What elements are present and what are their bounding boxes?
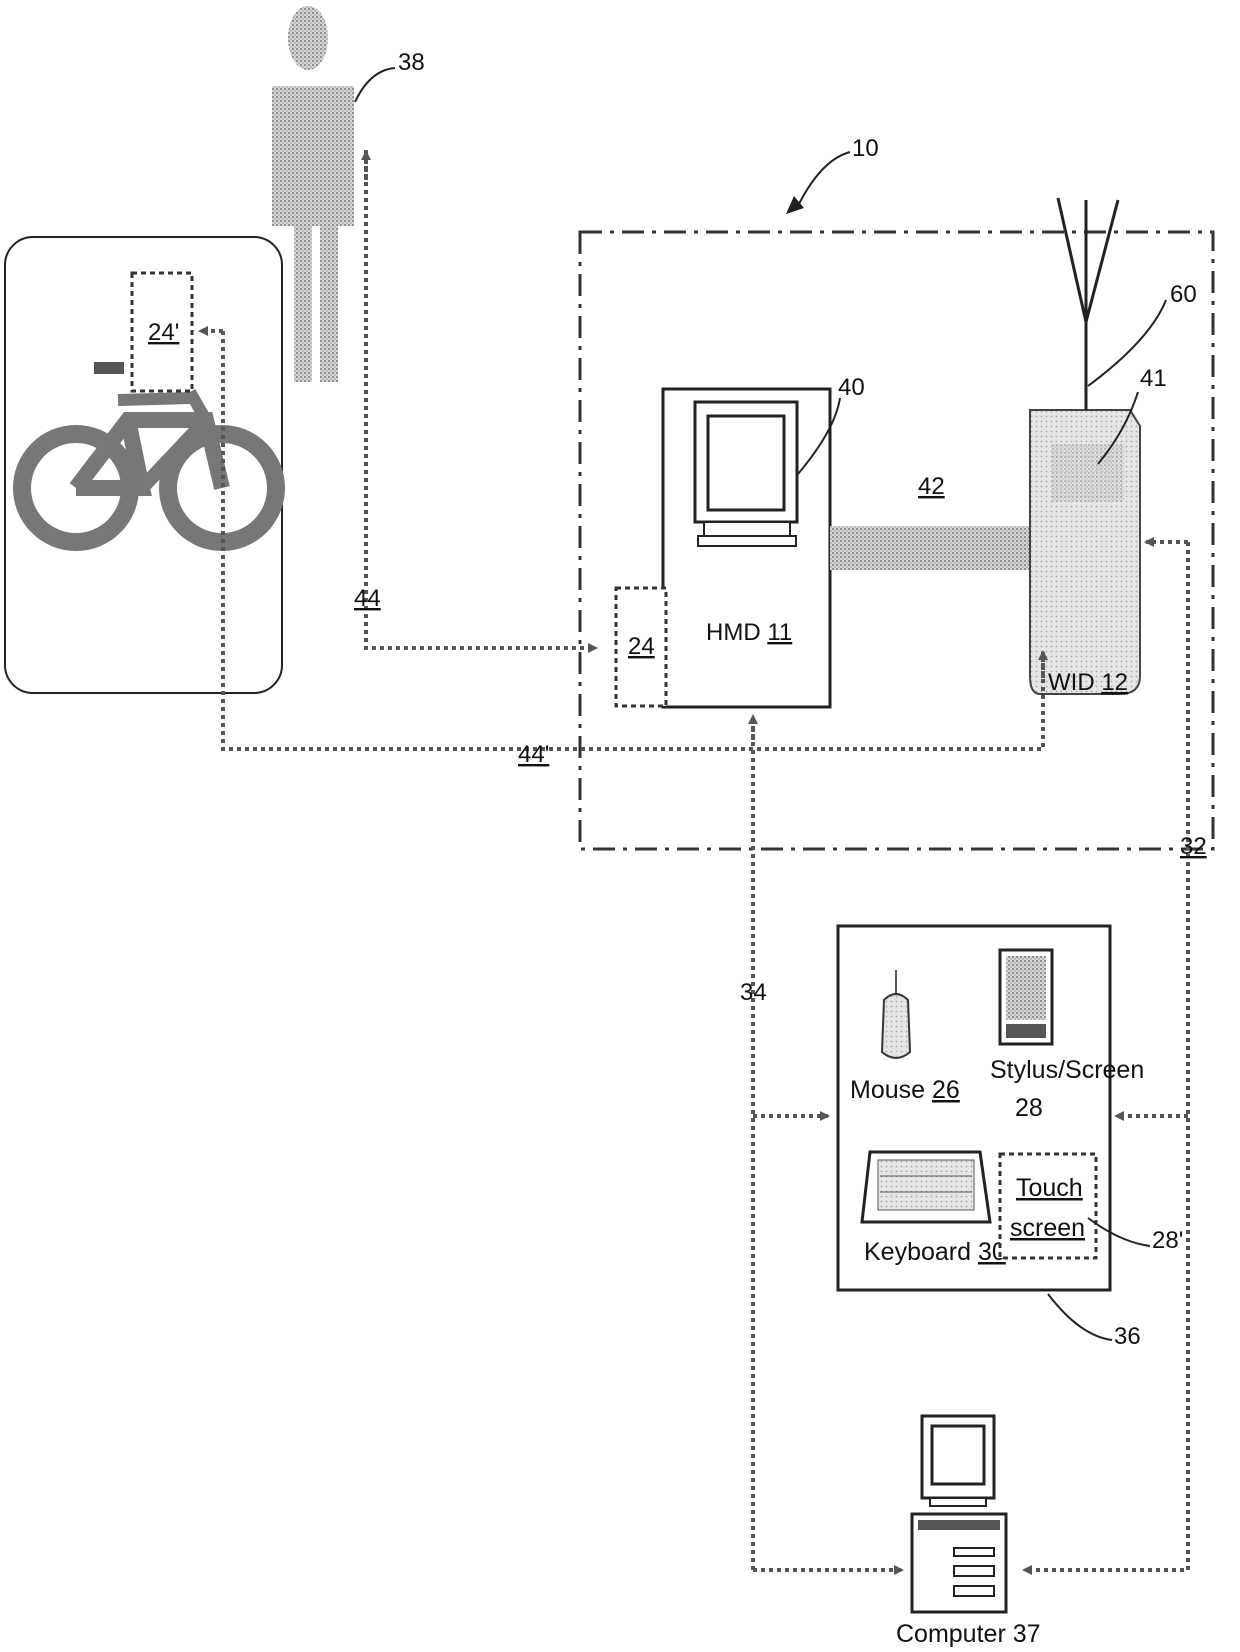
wid-label: WID 12 — [1048, 669, 1128, 696]
stylus-label-line1: Stylus/Screen — [990, 1056, 1144, 1084]
input-group-leader — [1048, 1294, 1112, 1340]
tablet-icon — [1000, 950, 1052, 1044]
system-ref-leader — [796, 152, 850, 210]
person-ref-leader — [355, 68, 395, 102]
hmd-label-text: HMD — [706, 619, 767, 646]
touch-ref-label: 28' — [1152, 1227, 1183, 1254]
computer-label: Computer 37 — [896, 1620, 1041, 1648]
screen-ref-label: 40 — [838, 374, 865, 401]
remote-sensor-label: 24' — [148, 319, 179, 346]
keyboard-icon — [862, 1152, 990, 1222]
mouse-label-num: 26 — [932, 1076, 960, 1104]
hmd-label-num: 11 — [767, 619, 792, 646]
wid-label-num: 12 — [1101, 669, 1128, 696]
link-32-label: 32 — [1180, 833, 1207, 860]
computer-icon — [912, 1416, 1006, 1612]
stylus-label-line2: 28 — [1015, 1094, 1043, 1122]
mouse-label-text: Mouse — [850, 1076, 932, 1104]
keyboard-label: Keyboard 30 — [864, 1238, 1006, 1266]
keyboard-label-text: Keyboard — [864, 1238, 978, 1266]
link-44-line — [366, 150, 596, 648]
wid-ref-label: 41 — [1140, 365, 1167, 392]
link-44-label: 44 — [354, 585, 381, 612]
system-ref-label: 10 — [852, 135, 879, 162]
link-42-label: 42 — [918, 473, 945, 500]
touch-label-line2: screen — [1010, 1214, 1085, 1242]
wid-inner — [1052, 444, 1124, 502]
wid-label-text: WID — [1048, 669, 1101, 696]
link-44p-label: 44' — [518, 741, 549, 768]
sensor-label: 24 — [628, 633, 655, 660]
hmd-label: HMD 11 — [706, 619, 792, 646]
monitor-icon — [695, 402, 797, 546]
touch-label-line1: Touch — [1016, 1174, 1083, 1202]
link-42-band — [830, 526, 1030, 570]
mouse-label: Mouse 26 — [850, 1076, 960, 1104]
dotted-links — [200, 150, 1188, 1570]
input-group-ref-label: 36 — [1114, 1323, 1141, 1350]
antenna-ref-label: 60 — [1170, 281, 1197, 308]
person-ref-label: 38 — [398, 49, 425, 76]
link-34-label: 34 — [740, 979, 767, 1006]
touch-screen-box — [1000, 1154, 1096, 1258]
person-figure — [272, 6, 354, 382]
antenna-icon — [1058, 198, 1118, 410]
